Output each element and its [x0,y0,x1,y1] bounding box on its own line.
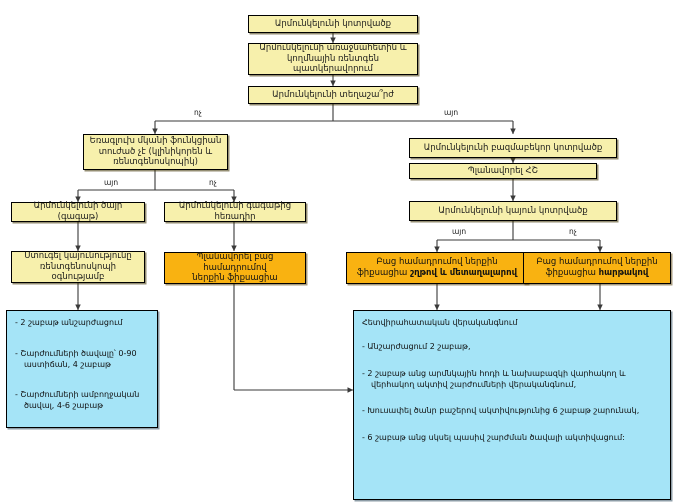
node-orif-plate[interactable]: Բաց համադրումով ներքին ֆիքսացիա հարթակով [523,252,671,284]
node-label-line1: Արմունկելունի առաջնահետին և [259,43,407,54]
node-label-line2: ֆիքսացիա շղթով և մետաղալարով [357,268,517,279]
node-label-line2: տուժած չէ (կլինիկորեն և [98,146,213,157]
edge-label-yes-2: այո [104,178,119,187]
node-conservative-protocol[interactable]: - 2 շաբաթ անշարժացում - Շարժումների ծավա… [6,310,158,428]
node-olecranon-fracture[interactable]: Արմունկելունի կոտրվածք [248,15,418,33]
node-postoperative-rehabilitation[interactable]: Հետվիրահատական վերականգնում - Անշարժացու… [353,310,671,500]
edge-label-yes-3: այո [452,227,467,236]
list-item: - 2 շաբաթ անց արմնկային հոդի և նախաբազկի… [362,368,626,389]
node-label-line3: ռենտգենոսկոպիկ) [113,157,198,168]
node-label-line1: Բաց համադրումով ներքին [536,257,658,268]
node-label-line2-bold: հարթակով [598,268,649,278]
conservative-protocol-list: - 2 շաբաթ անշարժացում - Շարժումների ծավա… [15,318,149,420]
node-triceps-function-intact[interactable]: Եռագլուխ մկանի ֆունկցիան տուժած չէ (կլին… [83,134,228,170]
node-label: Արմունկելունի բազմաբեկոր կոտրվածք [423,142,603,153]
list-item: - Շարժումների ամբողջական ծավալ, 4-6 շաբա… [15,390,140,411]
node-label-line1: Պլանավորել բաց համադրումով [196,252,274,273]
node-comminuted-fracture[interactable]: Արմունկելունի բազմաբեկոր կոտրվածք [409,138,617,158]
edge-label-no-3: ոչ [569,227,577,236]
node-orif-tension-band-wire[interactable]: Բաց համադրումով ներքին ֆիքսացիա շղթով և … [346,252,528,284]
node-label-line1: Եռագլուխ մկանի ֆունկցիան [89,136,222,147]
node-label-line2-bold: շղթով և մետաղալարով [410,268,518,278]
node-radiographic-imaging[interactable]: Արմունկելունի առաջնահետին և կողմնային ռե… [248,43,418,75]
node-label-line2: ֆիքսացիա հարթակով [546,268,649,279]
postop-rehab-header: Հետվիրահատական վերականգնում [362,318,518,327]
node-label: Արմունկելունի տեղաշա՞րժ [272,89,394,100]
list-item: - Խուսափել ծանր բաշերով ակտիվությունից 6… [362,406,640,416]
node-stable-fracture[interactable]: Արմունկելունի կայուն կոտրվածք [409,201,617,221]
node-label-line2: ռենտգենոսկոպի օգնությամբ [39,261,117,283]
node-label: Արմունկելունի գագաթից հեռադիր [178,201,292,222]
node-label-line1: Բաց համադրումով ներքին [376,257,498,268]
node-label-line2: ներքին ֆիքսացիա [192,273,278,284]
edge-label-yes-1: այո [444,108,459,117]
node-label-line1: Ստուգել կայունությունը [24,251,132,262]
node-label-line2-plain: ֆիքսացիա [545,268,599,278]
node-distal-to-tip[interactable]: Արմունկելունի գագաթից հեռադիր [164,201,306,222]
node-label: Արմունկելունի կոտրվածք [274,18,392,29]
node-label-line2: կողմնային ռենտգեն պատկերավորում [287,53,379,75]
node-plan-ct[interactable]: Պլանավորել ՀՇ [409,163,597,179]
list-item: - Շարժումների ծավալը՝ 0-90 աստիճան, 4 շա… [15,348,137,369]
list-item: - 6 շաբաթ անց սկսել պասիվ շարժման ծավալի… [362,433,625,443]
postop-rehab-content: Հետվիրահատական վերականգնում - Անշարժացու… [362,318,662,492]
edge-label-no-1: ոչ [194,108,202,117]
node-label: Արմունկելունի ծայր (գագաթ) [33,201,123,222]
node-label: Արմունկելունի կայուն կոտրվածք [438,205,588,216]
list-item: - Անշարժացում 2 շաբաթ, [362,342,471,351]
edge-label-no-2: ոչ [209,178,217,187]
node-plan-orif[interactable]: Պլանավորել բաց համադրումով ներքին ֆիքսաց… [164,252,306,284]
node-olecranon-tip[interactable]: Արմունկելունի ծայր (գագաթ) [11,201,145,222]
node-label-line2-plain: ֆիքսացիա [356,268,411,278]
node-label: Պլանավորել ՀՇ [467,165,539,176]
list-item: - 2 շաբաթ անշարժացում [15,318,123,327]
node-displacement-question[interactable]: Արմունկելունի տեղաշա՞րժ [248,86,418,104]
node-check-stability-fluoroscopy[interactable]: Ստուգել կայունությունը ռենտգենոսկոպի օգն… [11,251,145,283]
